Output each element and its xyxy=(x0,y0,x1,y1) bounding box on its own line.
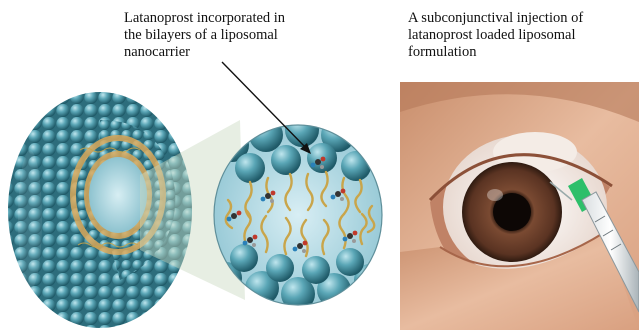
liposome-illustration xyxy=(0,0,400,330)
eye-injection-illustration xyxy=(400,82,639,330)
right-caption: A subconjunctival injection of latanopro… xyxy=(408,10,638,61)
eye-injection-icon xyxy=(400,82,639,330)
